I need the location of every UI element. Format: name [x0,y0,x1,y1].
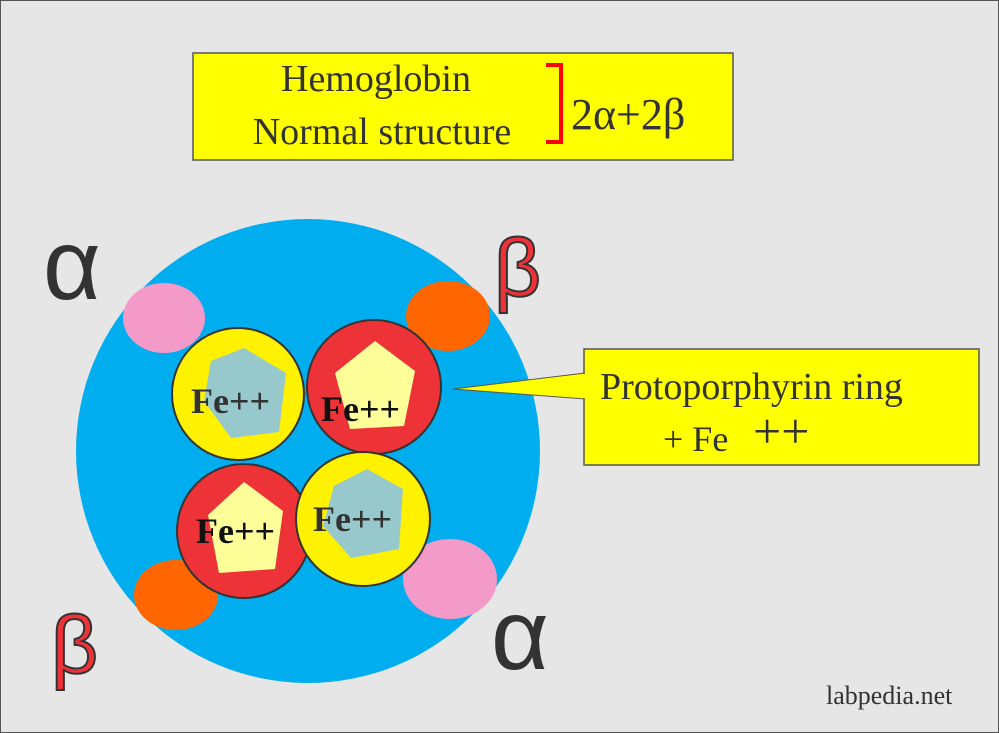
heme-top-left: Fe++ [171,327,305,461]
alpha-marker-bottom-right [403,539,497,619]
callout-line2-superscript: ++ [753,403,809,459]
heme-top-right: Fe++ [306,319,442,455]
alpha-label-top-left: α [43,209,101,321]
heme-bottom-left: Fe++ [176,463,312,599]
alpha-marker-top-left [123,283,205,353]
bracket-icon [546,63,563,144]
fe-label: Fe++ [321,389,400,429]
formula: 2α+2β [571,90,685,139]
fe-label: Fe++ [313,499,392,539]
callout-line2-prefix: + Fe [663,419,728,459]
title-line2: Normal structure [253,111,512,153]
callout-line1: Protoporphyrin ring [600,366,903,408]
watermark: labpedia.net [826,681,953,710]
beta-label-bottom-left: β [51,600,98,691]
protoporphyrin-callout: Protoporphyrin ring + Fe ++ [452,348,980,466]
alpha-label-bottom-right: α [491,579,549,691]
fe-label: Fe++ [196,511,275,551]
title-box: Hemoglobin Normal structure 2α+2β [192,52,734,161]
fe-label: Fe++ [191,381,270,421]
beta-marker-top-right [406,281,490,351]
title-line1: Hemoglobin [281,58,471,100]
beta-label-top-right: β [494,223,541,314]
heme-bottom-right: Fe++ [295,451,431,587]
